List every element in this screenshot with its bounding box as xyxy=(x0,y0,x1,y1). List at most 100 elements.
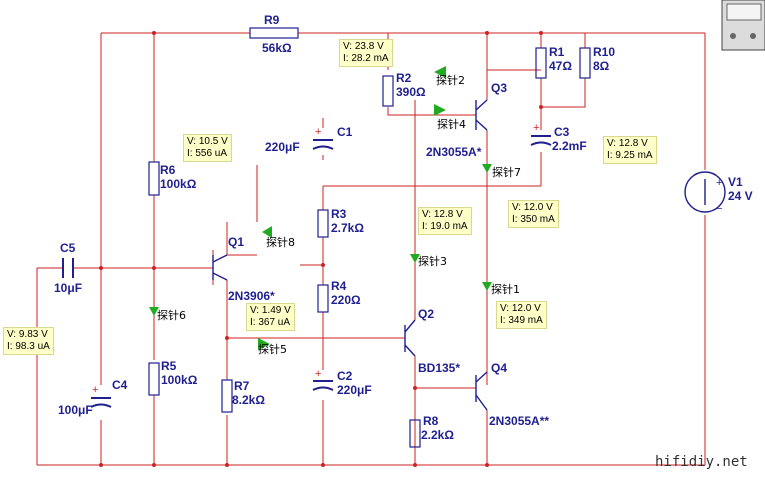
r5-name: R5 xyxy=(161,359,177,373)
probe-5-voltage: V: 1.49 V xyxy=(250,305,291,316)
junctions xyxy=(99,31,543,467)
probe-label-5: 探针5 xyxy=(258,342,287,356)
c1-name: C1 xyxy=(337,125,353,139)
q2-name: Q2 xyxy=(418,307,434,321)
probe-readout-5: V: 1.49 V I: 367 uA xyxy=(246,303,295,331)
r7-value: 8.2kΩ xyxy=(232,393,265,407)
r3-name: R3 xyxy=(331,207,347,221)
probe-arrow-1 xyxy=(482,282,492,291)
c2-value: 220μF xyxy=(337,383,372,397)
probe-readout-q3-emitter: V: 12.0 V I: 350 mA xyxy=(508,200,559,228)
probe-arrow-7 xyxy=(482,164,492,173)
probe-5-current: I: 367 uA xyxy=(250,317,291,328)
voltage-source-v1-symbol xyxy=(684,171,726,213)
capacitor-c3-symbol xyxy=(530,135,552,146)
probe-label-3: 探针3 xyxy=(418,254,447,268)
probe-1-current: I: 349 mA xyxy=(500,315,543,326)
probe-6-voltage: V: 9.83 V xyxy=(7,329,48,340)
r1-value: 47Ω xyxy=(549,59,572,73)
wires xyxy=(36,32,706,466)
probe-label-6: 探针6 xyxy=(157,308,186,322)
c4-name: C4 xyxy=(112,378,128,392)
c3-name: C3 xyxy=(554,125,570,139)
probe-7-current: I: 9.25 mA xyxy=(607,150,653,161)
probe-1-voltage: V: 12.0 V xyxy=(500,303,541,314)
probe-readout-3: V: 12.8 V I: 19.0 mA xyxy=(418,207,472,235)
svg-text:−: − xyxy=(716,203,722,215)
resistor-r2-symbol xyxy=(382,75,394,107)
q4-name: Q4 xyxy=(491,361,507,375)
probe-readout-2: V: 23.8 V I: 28.2 mA xyxy=(339,39,393,67)
transistor-q1-symbol xyxy=(212,254,228,281)
capacitor-c2-symbol xyxy=(312,380,334,391)
probe-q3-emitter-voltage: V: 12.0 V xyxy=(512,202,553,213)
svg-text:+: + xyxy=(533,122,539,134)
resistor-r5-symbol xyxy=(148,362,160,396)
resistor-r7-symbol xyxy=(221,379,233,413)
transistor-q2-symbol xyxy=(404,319,416,357)
probe-arrow-8 xyxy=(262,226,272,238)
q2-model: BD135* xyxy=(418,361,460,375)
resistor-r8-symbol xyxy=(409,419,421,448)
capacitor-c4-symbol xyxy=(90,397,112,408)
r6-name: R6 xyxy=(160,163,176,177)
resistor-r3-symbol xyxy=(317,209,329,238)
svg-text:+: + xyxy=(315,368,321,380)
q3-model: 2N3055A* xyxy=(426,145,482,159)
v1-name: V1 xyxy=(728,175,743,189)
probe-readout-7: V: 12.8 V I: 9.25 mA xyxy=(603,136,657,164)
c2-name: C2 xyxy=(337,369,353,383)
q1-model: 2N3906* xyxy=(228,289,275,303)
svg-text:+: + xyxy=(315,126,321,138)
svg-text:+: + xyxy=(716,177,722,189)
r4-value: 220Ω xyxy=(331,293,361,307)
q3-name: Q3 xyxy=(491,81,507,95)
transistor-q4-symbol xyxy=(475,371,488,411)
probe-readout-1: V: 12.0 V I: 349 mA xyxy=(496,301,547,329)
resistor-r10-symbol xyxy=(579,47,591,79)
probe-8-current: I: 556 uA xyxy=(187,148,228,159)
resistor-r4-symbol xyxy=(317,284,329,313)
q1-name: Q1 xyxy=(228,235,244,249)
c5-value: 10μF xyxy=(54,281,82,295)
r10-name: R10 xyxy=(593,45,615,59)
r9-value: 56kΩ xyxy=(262,41,292,55)
probe-arrow-5 xyxy=(258,338,270,350)
q4-model: 2N3055A** xyxy=(489,414,549,428)
r10-value: 8Ω xyxy=(593,59,610,73)
r3-value: 2.7kΩ xyxy=(331,221,364,235)
v1-value: 24 V xyxy=(728,189,753,203)
capacitor-c1-symbol xyxy=(312,139,334,150)
r5-value: 100kΩ xyxy=(161,373,198,387)
probe-7-voltage: V: 12.8 V xyxy=(607,138,648,149)
probe-arrow-6 xyxy=(149,307,159,316)
r4-name: R4 xyxy=(331,279,347,293)
c3-value: 2.2mF xyxy=(552,139,587,153)
probe-label-2: 探针2 xyxy=(436,73,465,87)
svg-text:+: + xyxy=(92,384,98,396)
probe-2-current: I: 28.2 mA xyxy=(343,53,389,64)
r9-name: R9 xyxy=(264,13,280,27)
probe-q3-emitter-current: I: 350 mA xyxy=(512,214,555,225)
probe-3-current: I: 19.0 mA xyxy=(422,221,468,232)
probe-label-7: 探针7 xyxy=(492,165,521,179)
probe-label-4: 探针4 xyxy=(437,117,466,131)
resistor-r9-symbol xyxy=(249,27,299,39)
r8-name: R8 xyxy=(423,414,439,428)
probe-arrow-4 xyxy=(434,104,446,116)
probe-readout-8: V: 10.5 V I: 556 uA xyxy=(183,134,232,162)
resistor-r1-symbol xyxy=(535,47,547,79)
r2-value: 390Ω xyxy=(396,85,426,99)
r7-name: R7 xyxy=(234,379,250,393)
resistor-r6-symbol xyxy=(148,161,160,196)
c1-value: 220μF xyxy=(265,140,300,154)
r2-name: R2 xyxy=(396,71,412,85)
transistor-q3-symbol xyxy=(475,99,488,131)
r8-value: 2.2kΩ xyxy=(421,428,454,442)
probe-3-voltage: V: 12.8 V xyxy=(422,209,463,220)
capacitor-c5-symbol xyxy=(62,258,74,278)
probe-arrow-2 xyxy=(434,66,446,78)
multimeter-icon[interactable] xyxy=(721,0,765,51)
r6-value: 100kΩ xyxy=(160,177,197,191)
